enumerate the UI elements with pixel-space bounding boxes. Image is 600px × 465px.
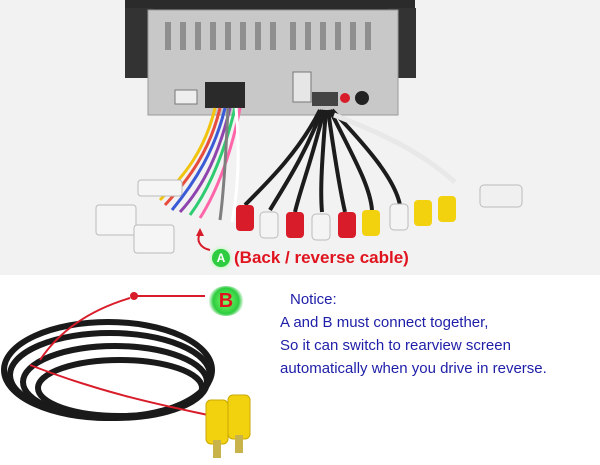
- rca-leads: [243, 108, 457, 213]
- reverse-cable-coil: [1, 319, 215, 421]
- arrow-a-head: [196, 228, 204, 236]
- trigger-wire: [39, 297, 131, 361]
- notice-line: So it can switch to rearview screen: [280, 337, 511, 354]
- badge-b: B: [208, 286, 244, 316]
- rca-plugs-upper: [236, 184, 523, 241]
- badge-a: A: [212, 249, 230, 267]
- notice-box: Notice: A and B must connect together, S…: [280, 288, 598, 380]
- notice-line: A and B must connect together,: [280, 314, 489, 331]
- white-connectors: [95, 179, 183, 254]
- wire-harness: [158, 107, 242, 223]
- label-a: A (Back / reverse cable): [212, 248, 409, 268]
- head-unit: [125, 0, 416, 116]
- b-pointer-dot: [130, 292, 138, 300]
- back-reverse-cable-text: (Back / reverse cable): [234, 248, 409, 267]
- notice-line: automatically when you drive in reverse.: [280, 360, 547, 377]
- rca-plugs-lower: [205, 394, 251, 458]
- notice-title: Notice:: [290, 291, 337, 308]
